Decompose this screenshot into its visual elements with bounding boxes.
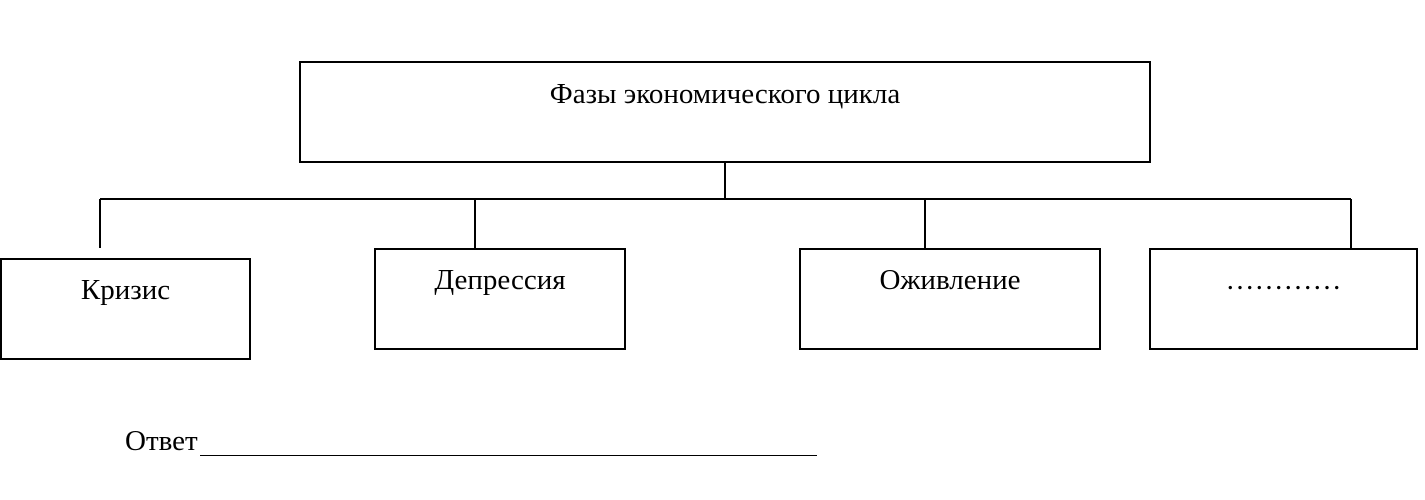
root-node-box: Фазы экономического цикла: [299, 61, 1151, 163]
root-node-label: Фазы экономического цикла: [549, 78, 901, 110]
child-node-label: Оживление: [879, 264, 1021, 296]
answer-row: Ответ: [125, 425, 817, 456]
child-node-krizis: Кризис: [0, 258, 251, 360]
child-node-depressiya: Депрессия: [374, 248, 626, 350]
child-node-label: Депрессия: [434, 264, 566, 296]
child-node-ozhivlenie: Оживление: [799, 248, 1101, 350]
child-node-placeholder-label: …………: [1225, 264, 1342, 296]
child-node-label: Кризис: [80, 274, 171, 306]
answer-label: Ответ: [125, 425, 198, 457]
answer-input-line[interactable]: [199, 425, 817, 456]
child-node-blank[interactable]: …………: [1149, 248, 1418, 350]
